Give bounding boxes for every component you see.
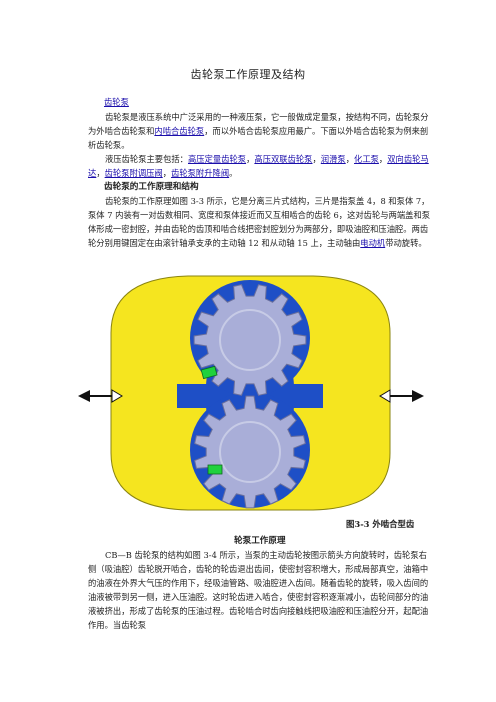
lower-gear	[194, 395, 306, 509]
upper-gear	[193, 284, 307, 396]
link-internal-gear-pump[interactable]: 内啮合齿轮泵	[154, 126, 205, 136]
paragraph-structure: CB—B 齿轮泵的结构如图 3-4 所示，当泵的主动齿轮按图示箭头方向旋转时，齿…	[88, 550, 429, 630]
arrow-right-icon	[379, 389, 424, 403]
gear-pump-diagram	[78, 275, 424, 511]
text-span: 液压齿轮泵主要包括：	[105, 154, 188, 164]
outlet-port	[287, 384, 323, 408]
link-type-0[interactable]: 高压定量齿轮泵	[187, 154, 247, 164]
gear-body	[193, 284, 307, 396]
paragraph-head: 齿轮泵	[104, 96, 129, 108]
link-type-5[interactable]: 齿轮泵附调压阀	[104, 168, 163, 178]
gear-pump-figure	[78, 268, 424, 518]
link-gear-pump[interactable]: 齿轮泵	[104, 97, 129, 107]
text-span: ，而以外啮合齿轮泵应用最广。下面以外啮合齿轮泵为例来剖析齿轮泵。	[88, 126, 429, 150]
upper-key	[200, 365, 218, 380]
figure-caption: 图3-3 外啮合型齿	[346, 519, 415, 529]
document-title: 齿轮泵工作原理及结构	[190, 68, 306, 81]
arrow-left-icon	[78, 389, 123, 403]
link-type-1[interactable]: 高压双联齿轮泵	[254, 154, 313, 164]
link-type-2[interactable]: 润滑泵	[320, 154, 346, 164]
link-type-4[interactable]: 双向齿轮马达	[88, 154, 429, 178]
lower-key	[207, 464, 223, 475]
text-span: 带动旋转。	[385, 238, 427, 248]
paragraph-principle: 齿轮泵的工作原理如图 3-3 所示，它是分离三片式结构，三片是指泵盖 4，8 和…	[88, 194, 434, 250]
text-span: 。	[229, 168, 238, 178]
gear-body	[194, 395, 306, 509]
caption-continuation: 轮泵工作原理	[234, 536, 286, 546]
link-motor[interactable]: 电动机	[360, 238, 386, 248]
section-heading: 齿轮泵的工作原理和结构	[104, 182, 199, 192]
link-type-3[interactable]: 化工泵	[354, 154, 379, 164]
inlet-port	[177, 384, 213, 408]
paragraph-types: 液压齿轮泵主要包括：高压定量齿轮泵，高压双联齿轮泵，润滑泵，化工泵，双向齿轮马达…	[88, 154, 429, 178]
text-span: 齿轮泵的工作原理如图 3-3 所示，它是分离三片式结构，三片是指泵盖 4，8 和…	[88, 196, 431, 248]
text-span: 齿轮泵是液压系统中广泛采用的一种液压泵，它一般做成定量泵，按结构不同，齿轮泵分为…	[88, 112, 429, 136]
gear-hub-ring	[219, 421, 281, 483]
paragraph-intro: 齿轮泵是液压系统中广泛采用的一种液压泵，它一般做成定量泵，按结构不同，齿轮泵分为…	[88, 110, 434, 152]
gear-hub-ring	[219, 309, 281, 371]
link-type-6[interactable]: 齿轮泵附升降阀	[171, 168, 230, 178]
